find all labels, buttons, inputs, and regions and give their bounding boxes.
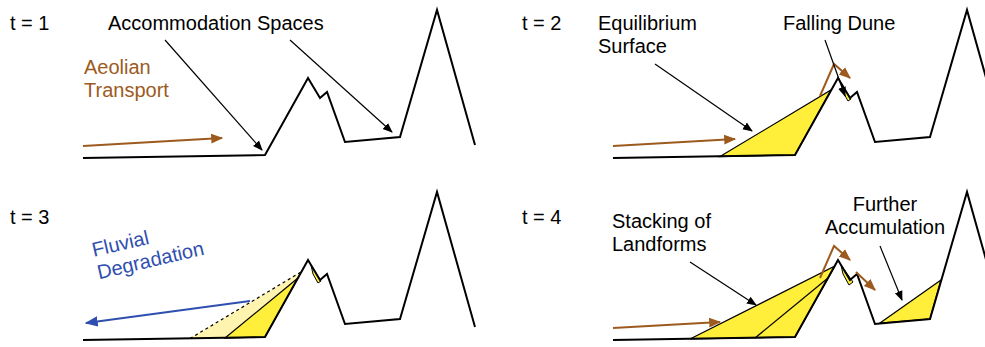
process-label: Fluvial Degradation (90, 205, 247, 284)
leader-line (290, 40, 392, 132)
time-step: t = 3 (10, 206, 49, 229)
aeolian-wedge (720, 90, 831, 157)
leader-line (690, 262, 756, 305)
annotation: Accommodation Spaces (108, 12, 324, 35)
valley-wedge (880, 280, 941, 323)
terrain-profile (83, 192, 475, 340)
annotation: Stacking of Landforms (612, 210, 752, 256)
aeolian-arrow (613, 139, 735, 146)
time-step: t = 2 (522, 12, 561, 35)
terrain-profile (613, 192, 985, 340)
annotation: Equilibrium Surface (598, 12, 718, 58)
leader-line (880, 246, 902, 300)
time-step: t = 4 (522, 206, 561, 229)
aeolian-arrow (613, 322, 720, 328)
former-surface (190, 272, 301, 339)
panel-one (83, 10, 475, 158)
panel-three (83, 192, 475, 340)
aeolian-arrow (83, 138, 222, 146)
aeolian-arrow (820, 246, 850, 278)
time-step: t = 1 (10, 12, 49, 35)
aeolian-arrow (856, 272, 875, 290)
fluvial-arrow (86, 301, 250, 323)
process-label: Aeolian Transport (84, 56, 224, 102)
stacking-surface (755, 278, 828, 338)
aeolian-wedge (225, 278, 298, 338)
leader-line (165, 40, 262, 150)
leader-line (825, 40, 845, 96)
terrain-profile (83, 10, 475, 158)
eroded-wedge (190, 272, 301, 339)
panel-four (613, 192, 985, 340)
annotation: Further Accumulation (820, 193, 950, 239)
leader-line (655, 64, 752, 131)
annotation: Falling Dune (783, 12, 895, 35)
